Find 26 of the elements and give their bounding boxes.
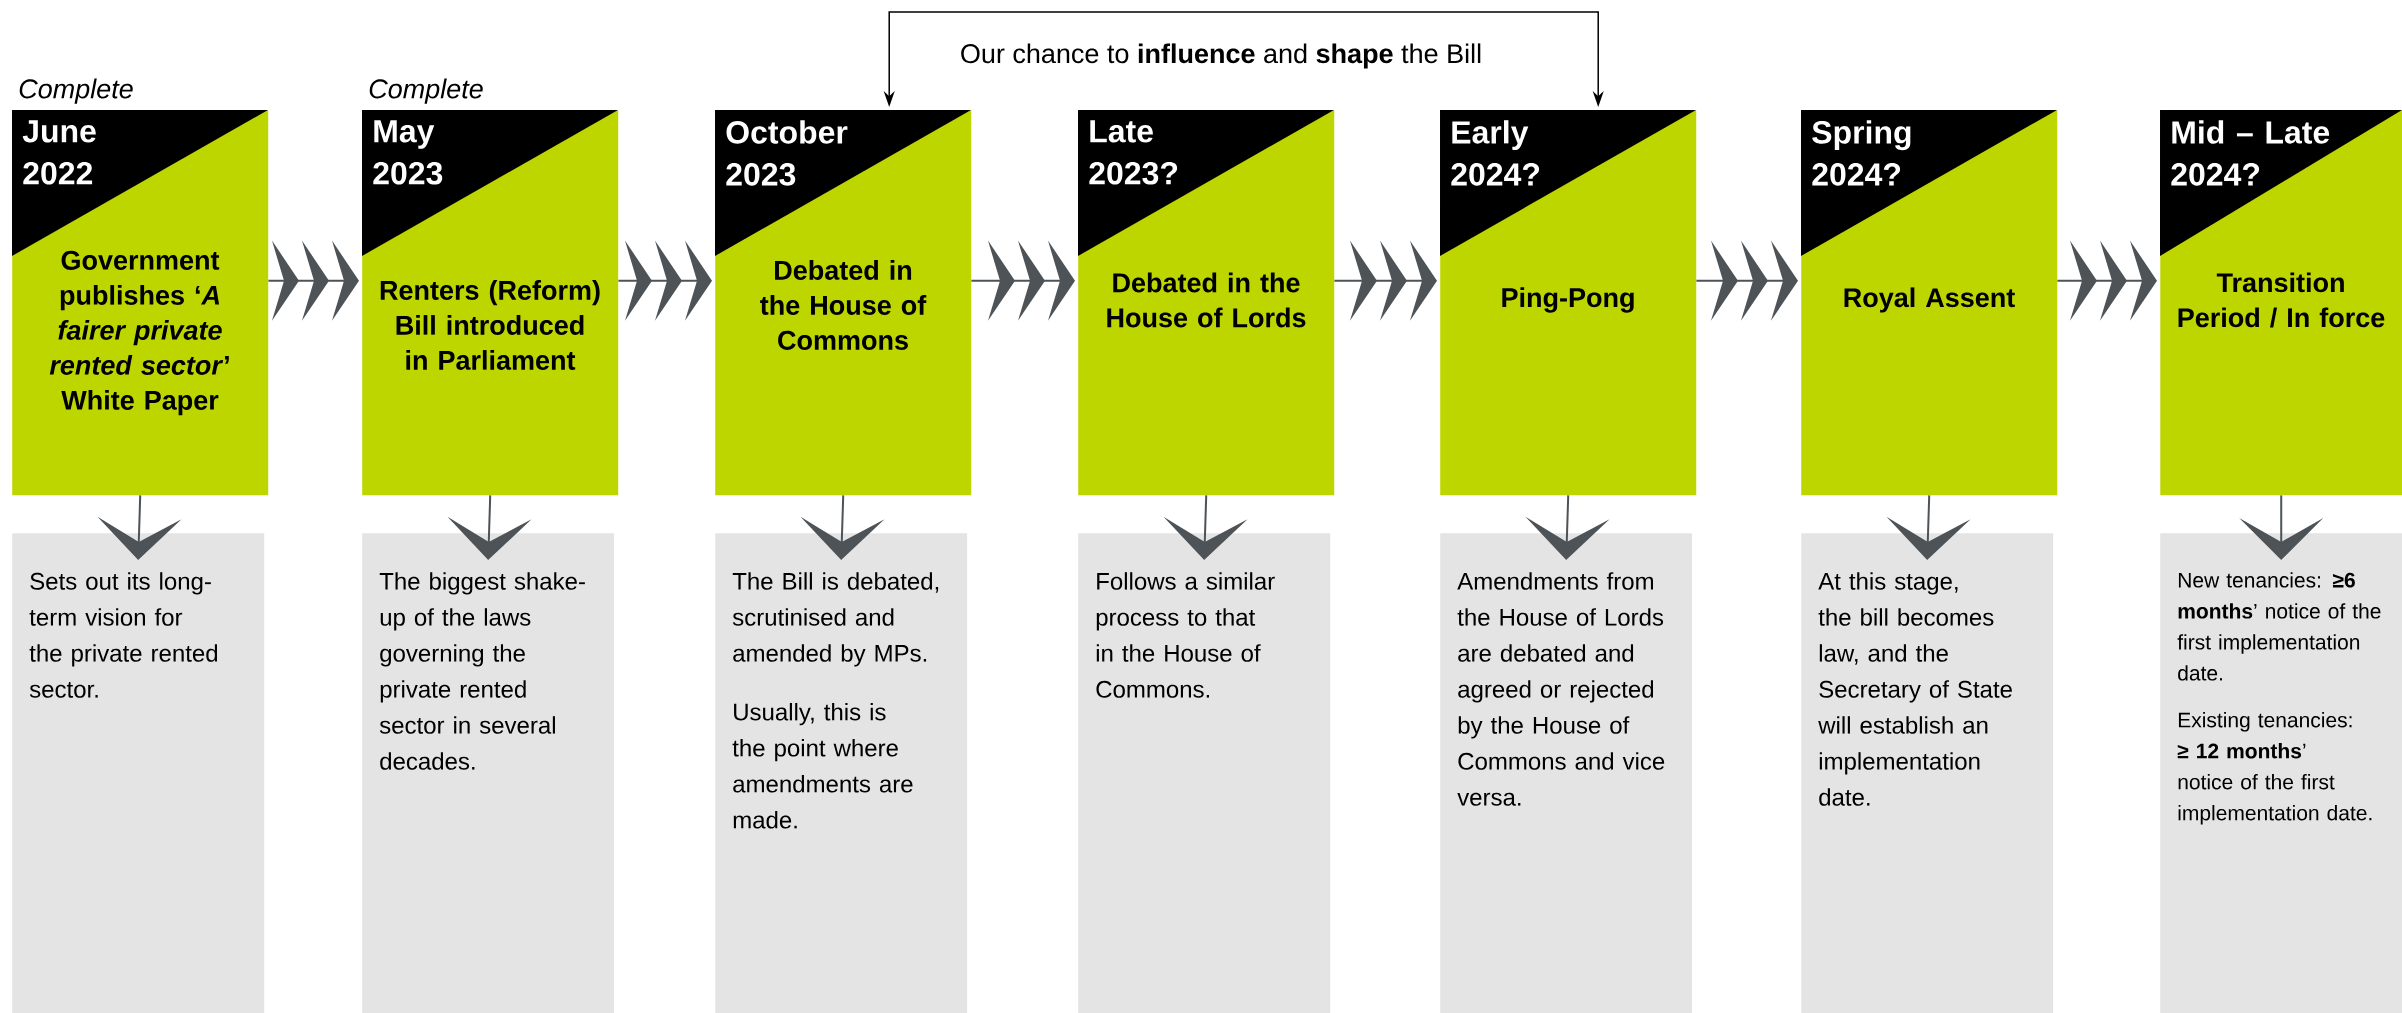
date-label: June 2022 (22, 120, 96, 185)
date-label: October 2023 (726, 120, 848, 186)
description-text: At this stage, the bill becomes law, and the Secretary of State will establish an implementation date. (1818, 572, 2012, 806)
description-text: Usually, this is the point where amendments are made. (732, 702, 913, 829)
edge-label: Our chance to influence and shape the Bill (957, 41, 1485, 71)
stage-title: Debated in the House of Commons (760, 260, 927, 350)
description-text: Amendments from the House of Lords are debated and agreed or rejected by the House of Commons and vice versa. (1457, 572, 1665, 806)
date-label: Early 2024? (1451, 120, 1540, 186)
date-label: Mid – Late 2024? (2171, 120, 2330, 186)
description-text: New tenancies: ≥6 months’ notice of the first implementation date. (2177, 572, 2381, 681)
stage-title: Renters (Reform) Bill introduced in Parliament (380, 280, 600, 370)
description-text: The biggest shake-up of the laws governing the private rented sector in several decades. (379, 572, 585, 770)
stage-title: Ping-Pong (1502, 287, 1634, 313)
date-label: Late 2023? (1089, 120, 1178, 185)
status-label: Complete (19, 78, 133, 104)
status-label: Complete (369, 78, 483, 104)
description-text: Follows a similar process to that in the House of Commons. (1096, 572, 1275, 698)
date-label: May 2023 (373, 120, 443, 185)
description-text: Sets out its long-term vision for the private rented sector. (29, 572, 218, 698)
stage-title: Royal Assent (1844, 287, 2015, 313)
description-text: The Bill is debated, scrutinised and amended by MPs. (732, 572, 939, 667)
stage-title: Government publishes ‘A fairer private rented sector’ White Paper (49, 250, 229, 416)
stage-title: Debated in the House of Lords (1107, 272, 1306, 328)
date-label: Spring 2024? (1812, 120, 1911, 186)
stage-title: Transition Period / In force (2178, 272, 2385, 328)
description-text: Existing tenancies: ≥ 12 months’ notice of the first implementation date. (2177, 712, 2372, 825)
